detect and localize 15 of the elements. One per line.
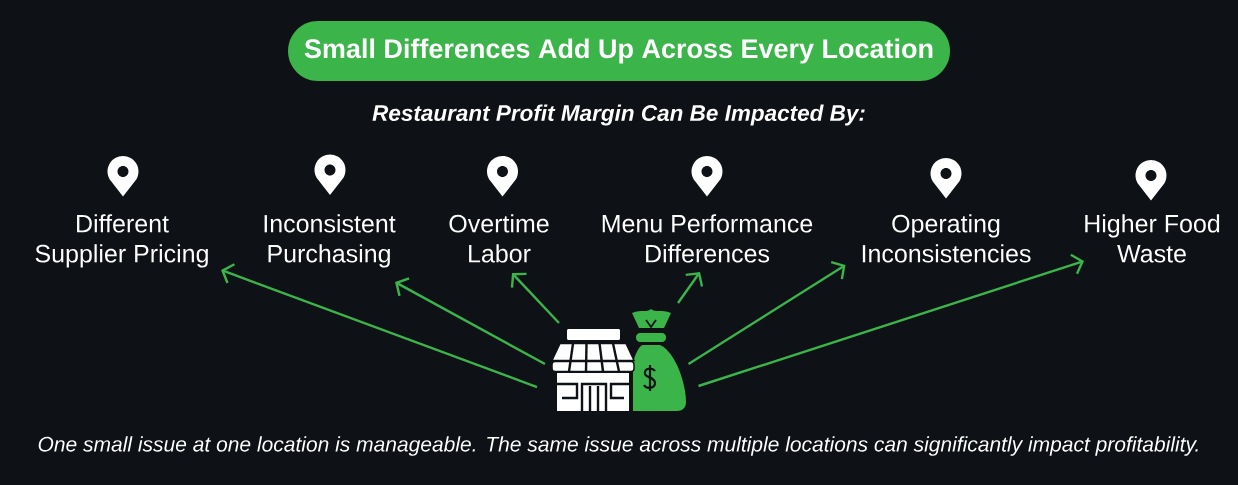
factor-label: Inconsistent Purchasing bbox=[264, 214, 396, 268]
title-banner: Small Differences Add Up Across Every Location bbox=[288, 21, 950, 81]
caption: One small issue at one location is manageable. The same issue across multiple locations can significantly impact profitability. bbox=[38, 436, 1198, 456]
factor-label: Different Supplier Pricing bbox=[35, 214, 208, 268]
arrow bbox=[698, 253, 1084, 388]
factor-label: Menu Performance Differences bbox=[602, 214, 813, 263]
subtitle: Restaurant Profit Margin Can Be Impacted By: bbox=[372, 104, 865, 126]
arrow bbox=[221, 263, 538, 389]
factor-label: Overtime Labor bbox=[449, 214, 549, 263]
factor-label: Operating Inconsistencies bbox=[862, 214, 1031, 263]
arrow bbox=[395, 277, 546, 366]
arrow bbox=[677, 272, 704, 304]
arrow bbox=[687, 261, 846, 366]
arrow bbox=[510, 272, 560, 324]
factor-label: Higher Food Waste bbox=[1085, 214, 1220, 263]
